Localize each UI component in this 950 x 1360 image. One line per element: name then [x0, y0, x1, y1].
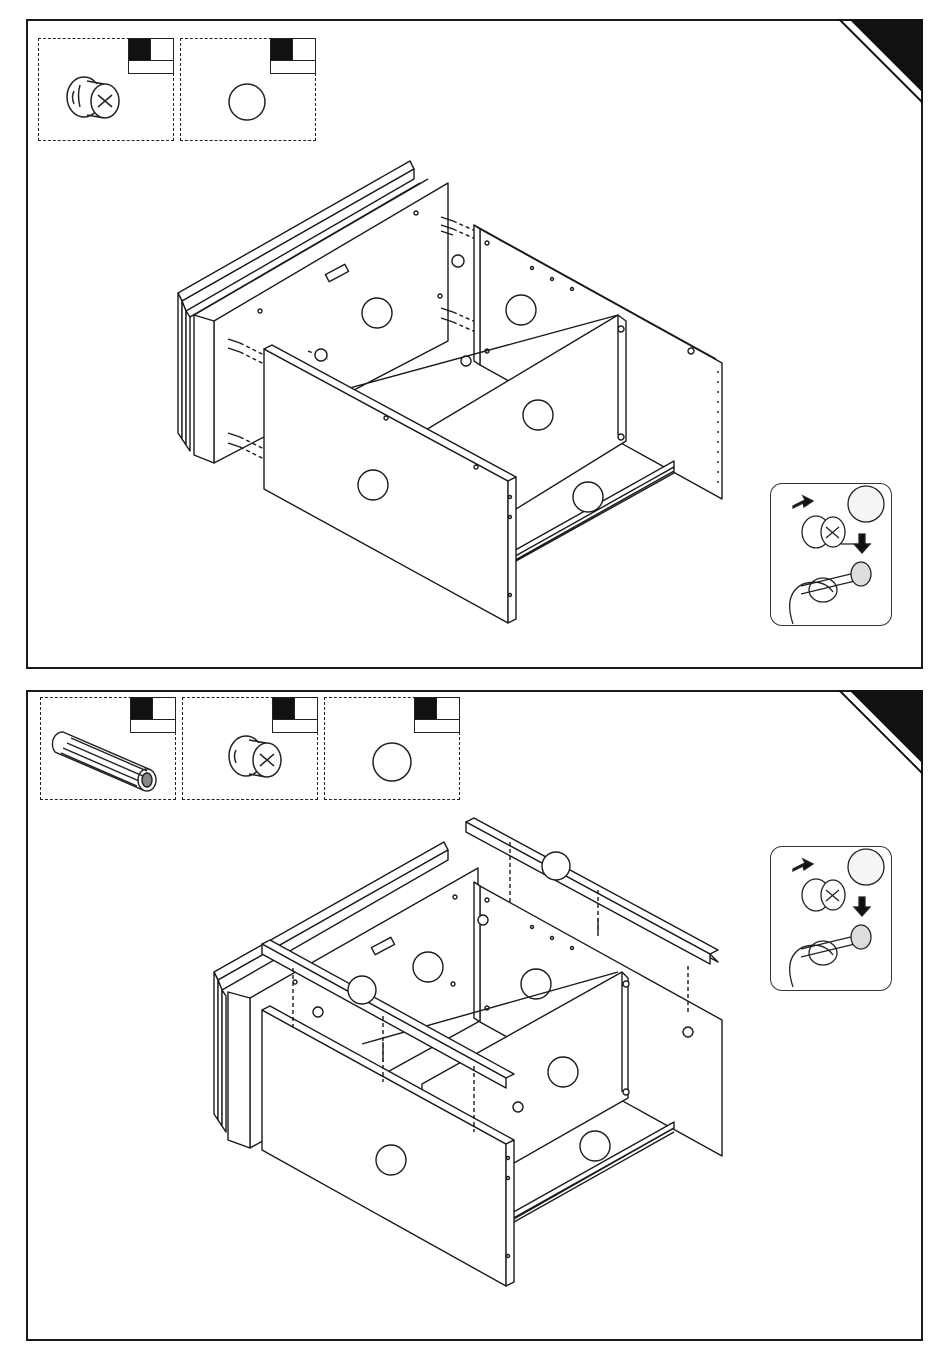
step-1-panel [26, 19, 923, 669]
cam-lock-instruction-inset [770, 483, 892, 626]
step-2-panel [26, 690, 923, 1341]
assembly-drawing-step-2 [28, 692, 925, 1343]
cam-lock-instruction-inset [770, 846, 892, 991]
